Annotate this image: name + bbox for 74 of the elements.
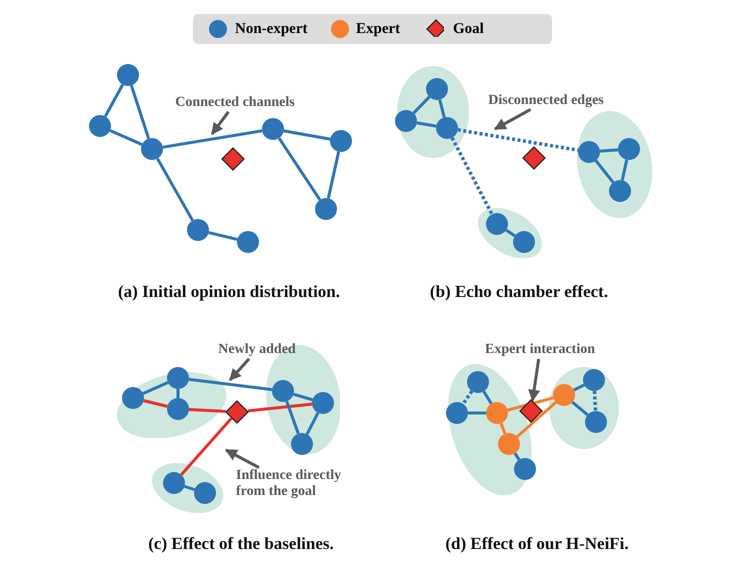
agent-node bbox=[330, 130, 352, 152]
cluster-ellipse bbox=[478, 208, 542, 258]
network-edge bbox=[104, 84, 124, 118]
network-edge bbox=[278, 137, 322, 201]
agent-node bbox=[89, 115, 111, 137]
goal-diamond bbox=[225, 400, 249, 424]
agent-node bbox=[262, 118, 284, 140]
panel-caption: (b) Echo chamber effect. bbox=[430, 282, 608, 302]
cluster-ellipse bbox=[152, 462, 224, 514]
network-edge bbox=[285, 400, 300, 434]
leader-arrow bbox=[494, 108, 532, 130]
callout-text: Disconnected edges bbox=[476, 93, 616, 109]
leader-arrow bbox=[224, 448, 260, 469]
leader-arrow bbox=[210, 110, 230, 135]
network-edge bbox=[326, 151, 340, 199]
network-edge bbox=[462, 390, 474, 405]
agent-node bbox=[117, 64, 139, 86]
agent-node bbox=[166, 367, 189, 389]
agent-node bbox=[141, 138, 163, 160]
network-edge bbox=[594, 160, 614, 184]
network-edge bbox=[416, 121, 436, 128]
network-edge bbox=[516, 401, 557, 438]
goal-diamond bbox=[519, 399, 543, 423]
network-edge bbox=[514, 452, 520, 461]
network-edge bbox=[468, 412, 486, 414]
goal-diamond bbox=[522, 146, 546, 170]
network-edge bbox=[620, 159, 628, 181]
network-edge bbox=[142, 381, 169, 395]
legend-label: Non-expert bbox=[235, 20, 308, 38]
leader-arrow bbox=[528, 358, 540, 402]
agent-node bbox=[237, 231, 259, 253]
network-edge bbox=[505, 228, 516, 238]
panel-caption: (c) Effect of the baselines. bbox=[148, 534, 334, 554]
network-edge bbox=[143, 399, 168, 408]
legend-label: Expert bbox=[356, 20, 400, 38]
network-edge bbox=[188, 408, 226, 413]
network-edge bbox=[188, 378, 272, 392]
network-edge bbox=[600, 148, 618, 153]
panel-caption: (d) Effect of our H-NeiFi. bbox=[445, 534, 629, 554]
agent-node bbox=[315, 198, 337, 220]
network-edge bbox=[507, 396, 554, 412]
network-edge bbox=[109, 129, 143, 146]
network-edge bbox=[162, 129, 262, 149]
network-edge bbox=[500, 422, 506, 434]
network-edge bbox=[176, 389, 180, 398]
network-edge bbox=[156, 158, 194, 222]
network-edge bbox=[184, 484, 195, 492]
network-edge bbox=[130, 85, 150, 139]
callout-text: Newly added bbox=[207, 342, 307, 358]
panel-caption: (a) Initial opinion distribution. bbox=[118, 282, 340, 302]
leader-arrow bbox=[228, 358, 250, 381]
cluster-ellipse bbox=[397, 66, 469, 158]
network-edge bbox=[412, 96, 430, 114]
network-edge bbox=[573, 384, 585, 392]
callout-text: Influence directly from the goal bbox=[236, 468, 344, 500]
network-edge bbox=[458, 128, 578, 152]
network-edge bbox=[180, 417, 232, 476]
network-edge bbox=[248, 402, 312, 412]
network-edge bbox=[208, 231, 238, 241]
cluster-ellipse bbox=[549, 367, 619, 449]
network-edge bbox=[482, 390, 493, 404]
network-edge bbox=[571, 400, 589, 416]
network-edge bbox=[293, 392, 313, 402]
callout-text: Expert interaction bbox=[472, 342, 608, 358]
network-edge bbox=[450, 136, 494, 216]
cluster-ellipse bbox=[577, 111, 653, 219]
network-edge bbox=[284, 129, 330, 141]
network-edge bbox=[592, 390, 598, 412]
callout-text: Connected channels bbox=[165, 95, 305, 111]
agent-node bbox=[187, 219, 209, 241]
network-edge bbox=[306, 412, 320, 435]
network-edge bbox=[438, 99, 446, 118]
legend-label: Goal bbox=[453, 20, 484, 38]
goal-diamond bbox=[221, 147, 245, 171]
